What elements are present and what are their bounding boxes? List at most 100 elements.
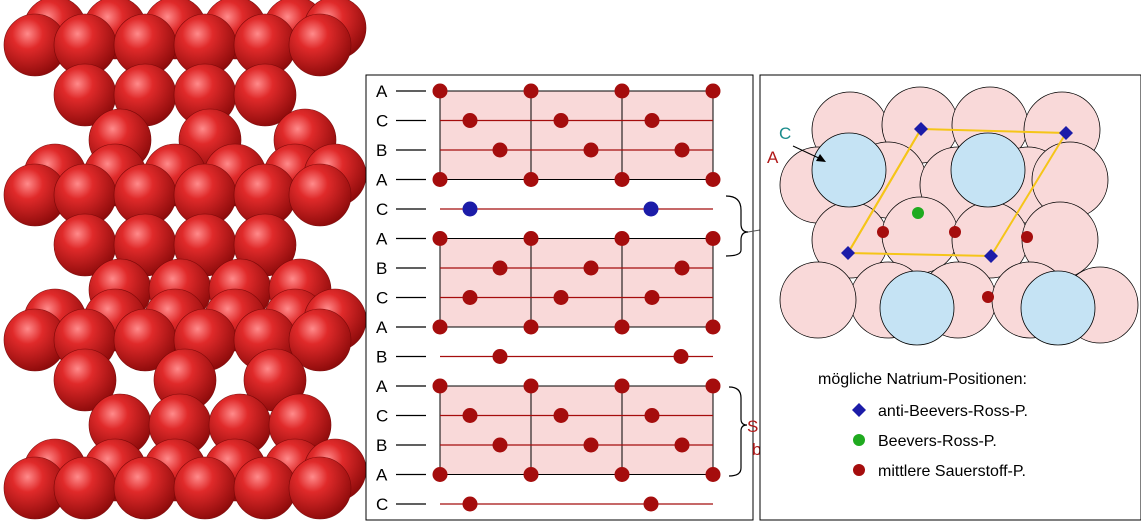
layer-label: C xyxy=(376,495,388,514)
legend-label: Beevers-Ross-P. xyxy=(878,433,997,450)
atom-dot-icon xyxy=(492,349,508,364)
atom-dot-icon xyxy=(462,496,478,512)
layer-label: B xyxy=(376,436,387,455)
layer-label: A xyxy=(376,318,388,337)
atom-dot-icon xyxy=(523,319,539,335)
diamond-marker-icon xyxy=(914,122,928,136)
sphere-icon xyxy=(288,456,352,520)
atom-dot-icon xyxy=(583,142,599,158)
atom-dot-icon xyxy=(614,83,630,99)
layer-label: B xyxy=(376,348,387,367)
legend-item-mittlere-sauerstoff: mittlere Sauerstoff-P. xyxy=(853,463,1026,480)
atom-dot-icon xyxy=(432,467,448,482)
atom-dot-icon xyxy=(674,437,690,453)
atom-dot-icon xyxy=(705,378,721,394)
green-dot-marker-icon xyxy=(912,207,924,219)
layer-label: B xyxy=(376,259,387,278)
legend-item-beevers-ross: Beevers-Ross-P. xyxy=(853,433,997,450)
brace xyxy=(728,386,748,477)
atom-dot-icon xyxy=(462,113,478,128)
atom-dot-icon xyxy=(643,201,659,217)
atom-dot-icon xyxy=(553,290,569,305)
atom-dot-icon xyxy=(673,349,689,364)
arrow-head-icon xyxy=(816,154,826,162)
atom-dot-icon xyxy=(643,496,659,512)
atom-dot-icon xyxy=(432,319,448,335)
diamond-marker-icon xyxy=(841,246,855,260)
atom-dot-icon xyxy=(432,231,448,246)
atom-dot-icon xyxy=(432,378,448,394)
atom-dot-icon xyxy=(644,113,660,128)
atom-dot-icon xyxy=(614,467,630,482)
atom-dot-icon xyxy=(674,260,690,276)
red-dot-marker-icon xyxy=(982,291,994,303)
diamond-marker-icon xyxy=(852,403,866,417)
atom-dot-icon xyxy=(553,113,569,128)
sphere-icon xyxy=(233,63,297,127)
atom-dot-icon xyxy=(492,260,508,276)
layer-label: A xyxy=(376,377,388,396)
plan-view-diagram xyxy=(779,86,1139,346)
c-sphere-icon xyxy=(811,132,887,208)
legend-title: mögliche Natrium-Positionen: xyxy=(818,371,1027,388)
atom-dot-icon xyxy=(705,83,721,99)
layer-label: C xyxy=(376,289,388,308)
atom-dot-icon xyxy=(614,231,630,246)
layer-label: A xyxy=(376,171,388,190)
atom-dot-icon xyxy=(674,142,690,158)
oxygen-sphere-icon xyxy=(779,261,857,339)
sphere-icon xyxy=(233,456,297,520)
atom-dot-icon xyxy=(583,437,599,453)
atom-dot-icon xyxy=(462,290,478,305)
atom-dot-icon xyxy=(705,467,721,482)
layer-label: C xyxy=(376,407,388,426)
atom-dot-icon xyxy=(432,83,448,99)
red-dot-marker-icon xyxy=(853,464,865,476)
atom-dot-icon xyxy=(614,319,630,335)
sphere-icon xyxy=(53,348,117,412)
atom-dot-icon xyxy=(583,260,599,276)
sphere-packing-illustration xyxy=(3,0,367,520)
c-sphere-icon xyxy=(1020,270,1096,346)
legend-label: mittlere Sauerstoff-P. xyxy=(878,463,1026,480)
sphere-icon xyxy=(288,13,352,77)
layer-label: B xyxy=(376,141,387,160)
atom-dot-icon xyxy=(523,231,539,246)
atom-dot-icon xyxy=(432,172,448,187)
atom-dot-icon xyxy=(553,408,569,423)
c-sphere-icon xyxy=(950,132,1026,208)
layer-label: A xyxy=(376,466,388,485)
atom-dot-icon xyxy=(523,172,539,187)
atom-dot-icon xyxy=(705,319,721,335)
layer-label: C xyxy=(376,112,388,131)
layer-label: A xyxy=(376,230,388,249)
atom-dot-icon xyxy=(644,290,660,305)
atom-dot-icon xyxy=(492,437,508,453)
sphere-icon xyxy=(288,308,352,372)
unit-cell-block xyxy=(439,385,714,475)
atom-dot-icon xyxy=(492,142,508,158)
layer-label: A xyxy=(376,82,388,101)
c-sphere-icon xyxy=(879,270,955,346)
atom-dot-icon xyxy=(523,83,539,99)
red-dot-marker-icon xyxy=(1021,231,1033,243)
plan-label-a: A xyxy=(767,148,779,167)
diamond-marker-icon xyxy=(984,249,998,263)
sphere-icon xyxy=(173,456,237,520)
sphere-icon xyxy=(113,456,177,520)
atom-dot-icon xyxy=(523,378,539,394)
green-dot-marker-icon xyxy=(853,434,865,446)
atom-dot-icon xyxy=(462,408,478,423)
atom-dot-icon xyxy=(614,378,630,394)
atom-dot-icon xyxy=(614,172,630,187)
atom-dot-icon xyxy=(705,231,721,246)
red-dot-marker-icon xyxy=(877,226,889,238)
unit-cell-block xyxy=(439,238,714,328)
unit-cell-block xyxy=(439,90,714,180)
layer-label: C xyxy=(376,200,388,219)
atom-dot-icon xyxy=(523,467,539,482)
plan-label-c: C xyxy=(779,124,791,143)
atom-dot-icon xyxy=(644,408,660,423)
